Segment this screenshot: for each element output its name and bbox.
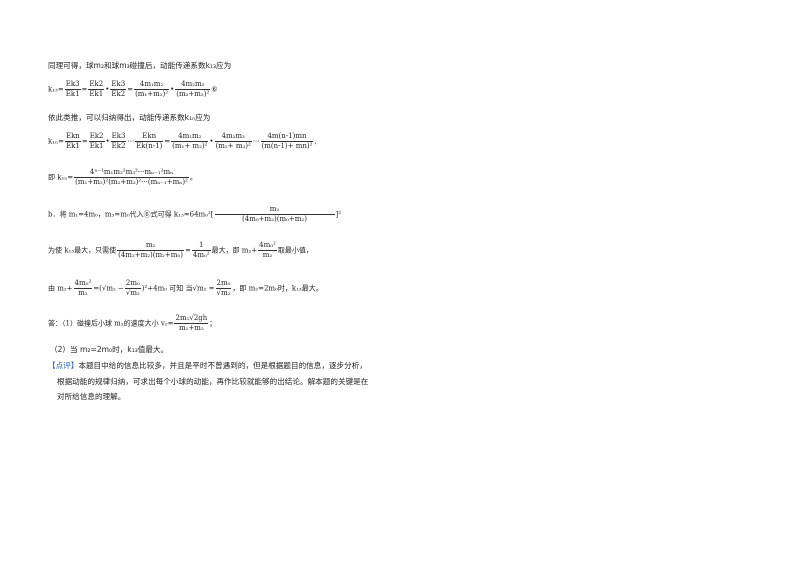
comment-tag: 【点评】 <box>48 361 79 370</box>
text-line-1: 同理可得，球m₂和球m₃碰撞后，动能传递系数k₁₃应为 <box>48 61 232 70</box>
answer-line-2: （2）当 m₂=2m₀时，k₁₃值最大。 <box>50 345 169 354</box>
formula-k1n-product: 即 k₁ₙ=4ⁿ⁻¹m₁m₂²m₃²···mₙ₋₁²mₙ(m₁+m₂)²(m₂+… <box>48 168 197 186</box>
comment-line-3: 对所给信息的理解。 <box>57 392 126 401</box>
comment-line-2: 根据动能的规律归纳，可求出每个小球的动能，再作比较就能够的出结论。解本题的关键是… <box>57 377 369 386</box>
comment-line-1: 【点评】本题目中给的信息比较多，并且是平时不曾遇到的，但是根据题目的信息，逐步分… <box>48 361 367 370</box>
text-line-3: 依此类推，可以归纳得出，动能传递系数k₁ₙ应为 <box>48 113 211 122</box>
formula-b-substitution: b．将 m₁=4m₀，m₃=m₀代入⑥式可得 k₁₃=64m₀²[m₂(4m₀+… <box>48 205 342 223</box>
